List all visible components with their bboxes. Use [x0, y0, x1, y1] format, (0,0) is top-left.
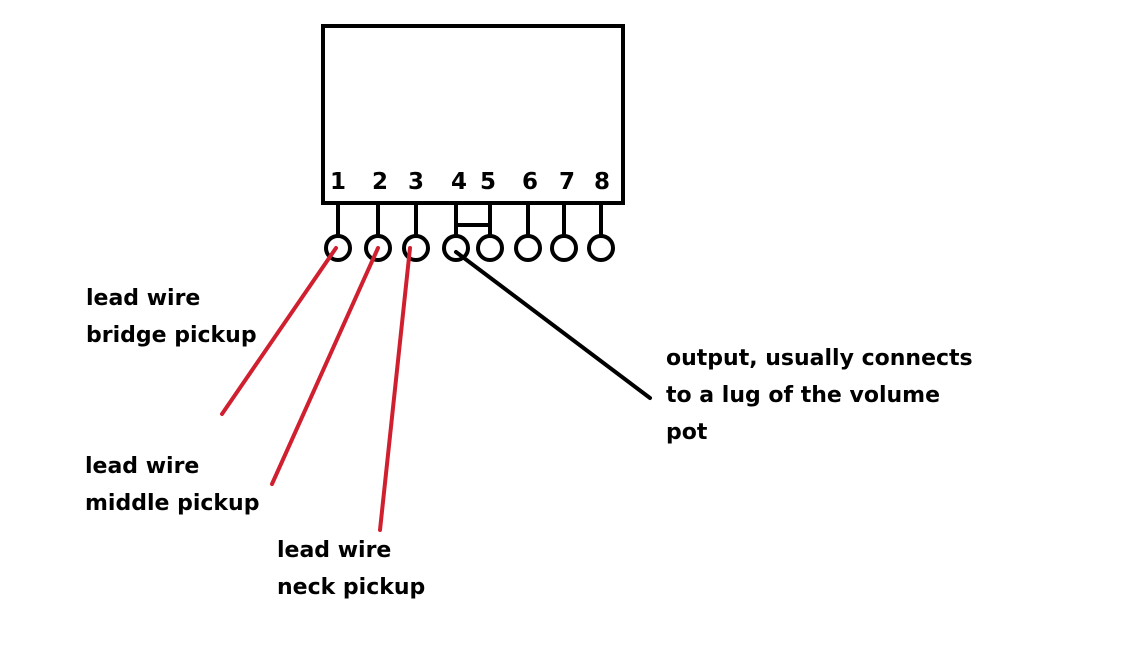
- pin-number-3: 3: [407, 169, 424, 195]
- output-label: output, usually connects to a lug of the…: [666, 340, 973, 451]
- pin-6-lug: [514, 234, 542, 262]
- pin-7-lug: [550, 234, 578, 262]
- middle-pickup-label: lead wire middle pickup: [85, 448, 259, 522]
- pin-number-2: 2: [371, 169, 388, 195]
- middle-label-line-1: lead wire: [85, 454, 200, 479]
- pin-number-6: 6: [521, 169, 538, 195]
- pin-5-lug: [476, 234, 504, 262]
- bridge-pickup-label: lead wire bridge pickup: [86, 280, 257, 354]
- bridge-label-line-1: lead wire: [86, 286, 201, 311]
- pin-number-1: 1: [329, 169, 346, 195]
- neck-label-line-2: neck pickup: [277, 575, 426, 600]
- bridge-lead-wire: [220, 246, 338, 416]
- neck-lead-wire: [378, 246, 412, 532]
- pin-lugs: [324, 234, 615, 262]
- output-label-line-1: output, usually connects: [666, 346, 973, 371]
- lead-wires: [220, 246, 412, 532]
- pin-8-lug: [587, 234, 615, 262]
- pin-number-5: 5: [479, 169, 496, 195]
- pin-number-4: 4: [450, 169, 467, 195]
- middle-lead-wire: [270, 246, 380, 486]
- switch-body: [321, 24, 625, 205]
- neck-label-line-1: lead wire: [277, 538, 392, 563]
- bridge-label-line-2: bridge pickup: [86, 323, 257, 348]
- neck-pickup-label: lead wire neck pickup: [277, 532, 425, 606]
- output-wire: [454, 250, 652, 400]
- output-label-line-3: pot: [666, 420, 708, 445]
- pin-4-lug: [442, 234, 470, 262]
- pin-number-7: 7: [558, 169, 575, 195]
- pin-number-8: 8: [593, 169, 610, 195]
- pin-stems: [336, 203, 603, 235]
- output-label-line-2: to a lug of the volume: [666, 383, 941, 408]
- middle-label-line-2: middle pickup: [85, 491, 260, 516]
